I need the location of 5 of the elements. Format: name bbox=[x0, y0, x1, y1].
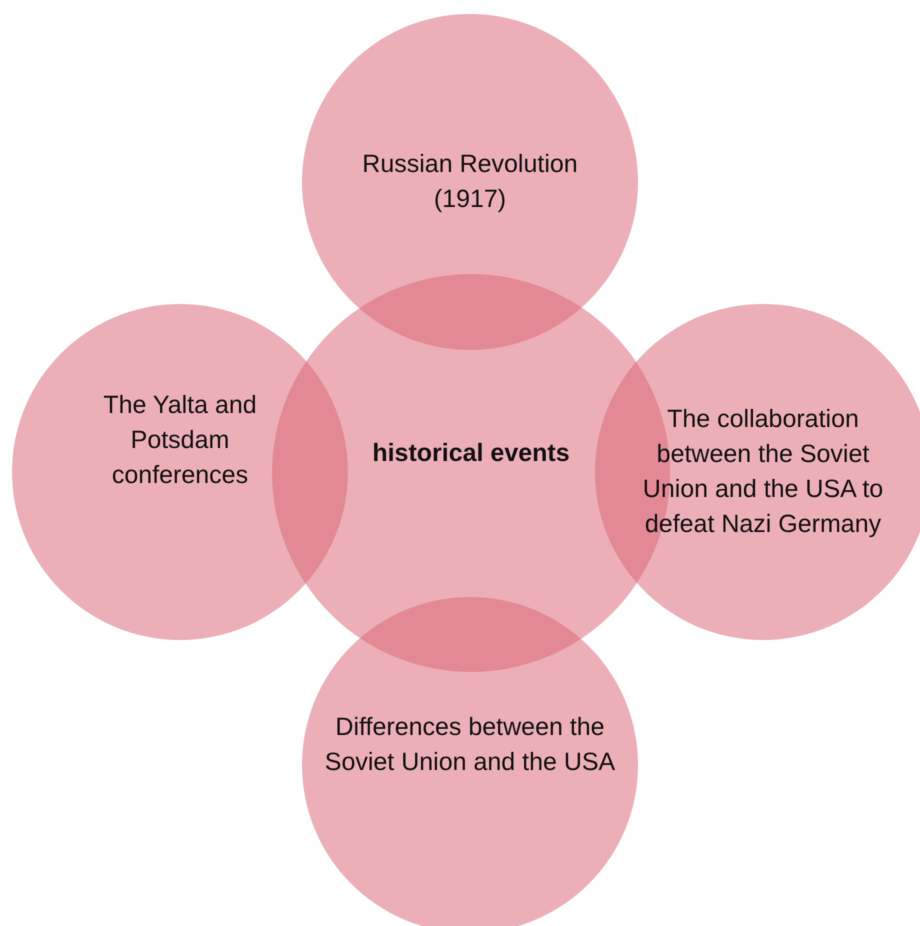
circle-label: The Yalta and Potsdam conferences bbox=[102, 390, 258, 490]
circle-label: Differences between the Soviet Union and the USA bbox=[324, 712, 616, 778]
circle-label: Russian Revolution (1917) bbox=[361, 149, 579, 215]
circle-label: historical events bbox=[371, 438, 571, 468]
circle-label: The collaboration between the Soviet Union and the USA to defeat Nazi Germany bbox=[642, 404, 884, 540]
